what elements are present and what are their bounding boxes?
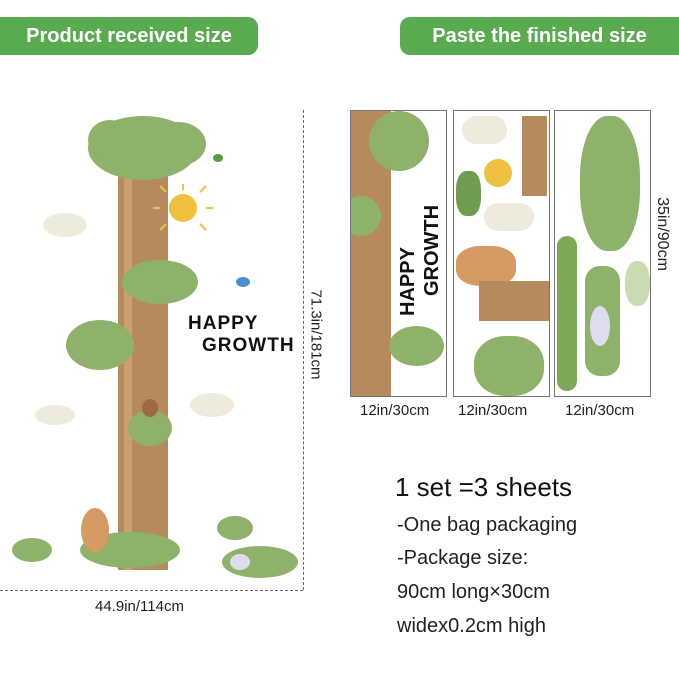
height-dashed-line (303, 110, 304, 590)
sheet-slogan-growth: GROWTH (421, 204, 443, 296)
sheet-1: HAPPY GROWTH (350, 110, 447, 397)
width-dashed-line (0, 590, 303, 591)
sheet-slogan-happy: HAPPY (397, 247, 419, 316)
set-title: 1 set =3 sheets (395, 472, 573, 502)
sheet-3-width: 12in/30cm (565, 402, 635, 419)
growth-chart-tree-illustration (12, 116, 298, 578)
info-line: 90cm long×30cm (397, 581, 550, 603)
info-line: -One bag packaging (397, 514, 578, 536)
sheet-2-width: 12in/30cm (458, 402, 528, 419)
sheet-height-label: 35in/90cm (654, 197, 671, 271)
slogan-happy: HAPPY (188, 313, 259, 334)
header-product-received-size: Product received size (0, 17, 258, 55)
sheet-2 (453, 110, 550, 397)
header-paste-finished-size: Paste the finished size (400, 17, 679, 55)
height-label: 71.3in/181cm (307, 289, 325, 380)
info-line: widex0.2cm high (397, 615, 546, 637)
sheet-3 (554, 110, 651, 397)
width-label: 44.9in/114cm (95, 598, 184, 615)
info-line: -Package size: (397, 547, 529, 569)
slogan-growth: GROWTH (202, 335, 295, 356)
sheet-1-width: 12in/30cm (360, 402, 430, 419)
